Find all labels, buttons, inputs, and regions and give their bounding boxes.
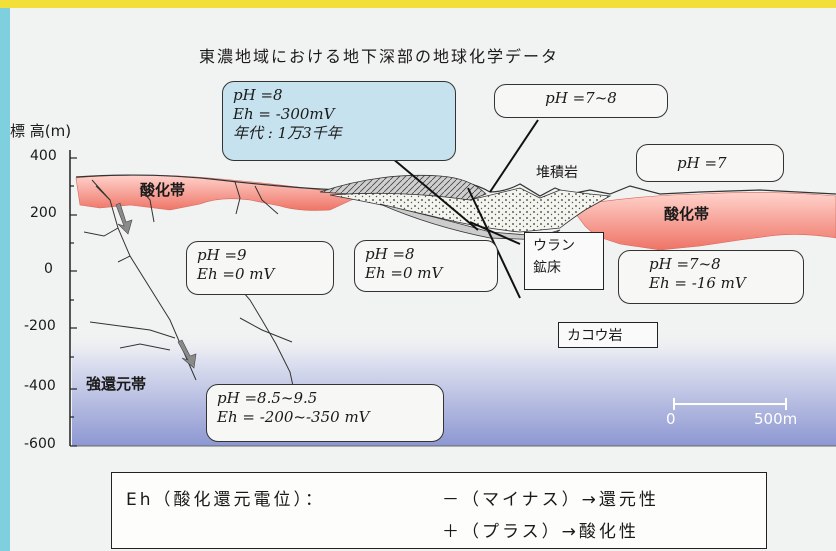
legend-minus: －（マイナス）→還元性 (442, 490, 659, 510)
legend-box: Eh（酸化還元電位）： －（マイナス）→還元性 ＋（プラス）→酸化性 (111, 472, 767, 549)
reducing-zone-shade (72, 330, 836, 446)
granite-label: カコウ岩 (558, 322, 658, 348)
box-line: 年代 : 1万3千年 (233, 124, 342, 142)
flow-arrow-lower (177, 339, 197, 369)
box-line: pH =8.5~9.5 (217, 389, 318, 407)
legend-plus: ＋（プラス）→酸化性 (442, 522, 639, 542)
box-line: Eh = -200~-350 mV (217, 408, 370, 426)
box-line: pH =8 (365, 245, 415, 263)
box-line: pH =9 (197, 246, 247, 264)
box-line: Eh =0 mV (365, 264, 443, 282)
geochem-box-right-upper: pH =7 (636, 144, 784, 182)
box-line: pH =8 (233, 86, 283, 104)
sedimentary-rock-label: 堆積岩 (536, 165, 578, 181)
geochem-box-mid-center: pH =8 Eh =0 mV (354, 240, 498, 292)
y-tick-400: 400 (30, 148, 57, 164)
y-tick-0: 0 (44, 261, 53, 277)
top-accent-bar (0, 0, 836, 8)
geochem-box-right-lower: pH =7~8 Eh = -16 mV (618, 250, 804, 304)
uranium-deposit-tag: ウラン 鉱床 (524, 232, 604, 290)
y-tick-200: 200 (30, 205, 57, 221)
box-line: pH =7~8 (649, 255, 721, 273)
oxidized-zone-right (569, 192, 836, 251)
deposit-label: 鉱床 (533, 260, 561, 276)
box-line: pH =7~8 (545, 89, 617, 107)
reducing-zone-label: 強還元帯 (86, 375, 147, 393)
legend-prefix: Eh（酸化還元電位）： (126, 490, 326, 510)
y-tick-minus200: -200 (24, 318, 56, 334)
box-line: Eh = -300mV (233, 105, 335, 123)
diagram-title: 東濃地域における地下深部の地球化学データ (199, 47, 560, 66)
scale-zero-label: 0 (666, 410, 676, 428)
scale-bar (673, 398, 787, 410)
y-axis-label: 標 高(m) (10, 122, 72, 140)
geochem-box-top-center: pH =8 Eh = -300mV 年代 : 1万3千年 (222, 81, 456, 161)
left-accent-bar (0, 8, 10, 551)
flow-arrow-upper (115, 202, 133, 235)
geochem-box-bottom: pH =8.5~9.5 Eh = -200~-350 mV (206, 384, 444, 442)
y-tick-minus400: -400 (24, 378, 56, 394)
y-tick-minus600: -600 (24, 436, 56, 452)
box-line: pH =7 (677, 154, 727, 172)
geochem-box-mid-left: pH =9 Eh =0 mV (186, 241, 334, 295)
box-line: Eh = -16 mV (649, 274, 746, 292)
oxidized-zone-left-label: 酸化帯 (140, 181, 186, 199)
uranium-label: ウラン (533, 238, 575, 254)
geochem-box-top-right: pH =7~8 (494, 84, 668, 118)
scale-end-label: 500m (754, 410, 798, 428)
oxidized-zone-right-label: 酸化帯 (664, 205, 710, 223)
y-ticks (70, 157, 77, 447)
box-line: Eh =0 mV (197, 265, 275, 283)
